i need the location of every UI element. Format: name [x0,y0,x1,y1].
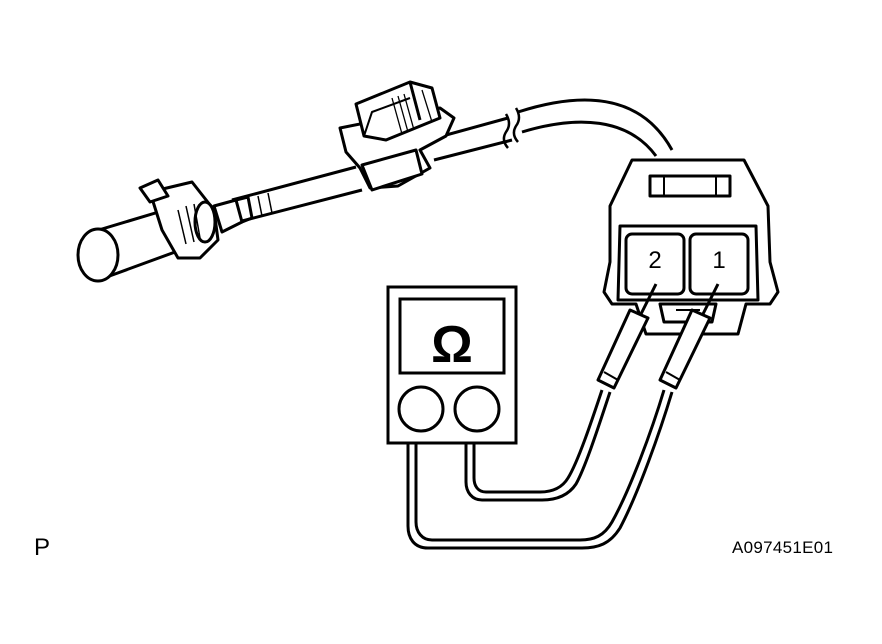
ohm-symbol: Ω [431,316,473,374]
test-probes [596,283,720,390]
wire-connector [602,158,780,336]
ohmmeter [386,285,518,445]
jack-right [453,385,501,433]
figure-id: A097451E01 [732,538,834,557]
jack-left [397,385,445,433]
harness-clip [338,80,456,192]
speed-sensor [76,178,254,283]
clip-shading [391,89,433,135]
terminal-1-label: 1 [712,247,725,274]
corner-label: P [34,534,51,561]
test-leads [406,389,674,550]
ohmmeter-display [398,297,506,375]
cable-break-mark [502,107,521,149]
terminal-2-label: 2 [648,247,661,274]
sensor-shading [177,192,273,245]
